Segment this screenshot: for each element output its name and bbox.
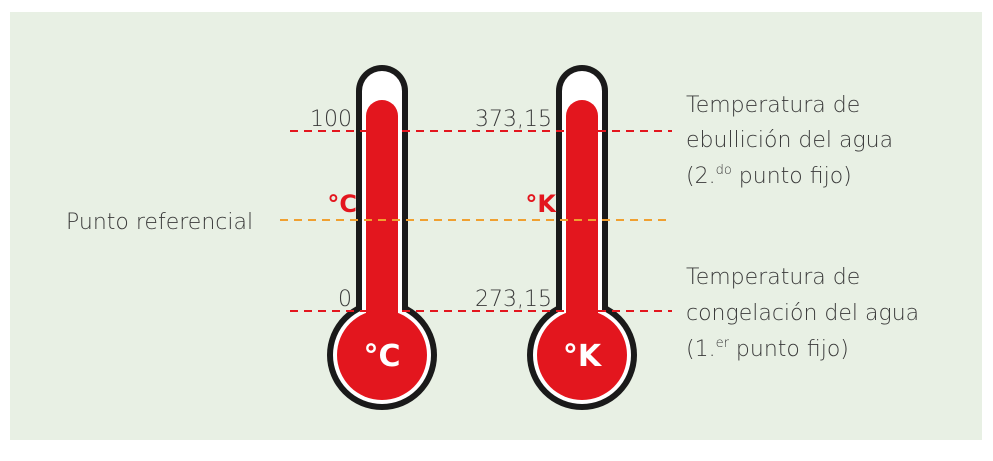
celsius-freezing-value: 0	[338, 287, 352, 312]
boiling-label-line-3: (2.do punto fijo)	[686, 163, 852, 189]
boiling-label-line-2: ebullición del agua	[686, 128, 893, 153]
celsius-mercury-column	[366, 100, 398, 350]
kelvin-thermometer	[527, 65, 637, 410]
kelvin-unit-mark: °K	[525, 190, 557, 218]
freezing-label-line-3: (1.er punto fijo)	[686, 336, 849, 362]
celsius-mercury-bulb	[337, 310, 427, 400]
panel-background	[10, 12, 982, 440]
kelvin-boiling-value: 373,15	[475, 107, 552, 132]
celsius-boiling-value: 100	[310, 107, 352, 132]
freezing-label-line-1: Temperatura de	[686, 265, 860, 290]
reference-point-label: Punto referencial	[66, 210, 253, 235]
celsius-bulb-label: °C	[363, 339, 400, 374]
celsius-thermometer	[327, 65, 437, 410]
kelvin-mercury-column	[566, 100, 598, 350]
kelvin-freezing-value: 273,15	[475, 287, 552, 312]
boiling-point-description: Temperatura de ebullición del agua (2.do…	[686, 93, 893, 189]
celsius-unit-mark: °C	[327, 190, 357, 218]
boiling-label-line-1: Temperatura de	[686, 93, 860, 118]
freezing-label-line-2: congelación del agua	[686, 301, 919, 326]
kelvin-bulb-label: °K	[563, 339, 603, 374]
kelvin-mercury-bulb	[537, 310, 627, 400]
freezing-point-description: Temperatura de congelación del agua (1.e…	[686, 265, 919, 362]
